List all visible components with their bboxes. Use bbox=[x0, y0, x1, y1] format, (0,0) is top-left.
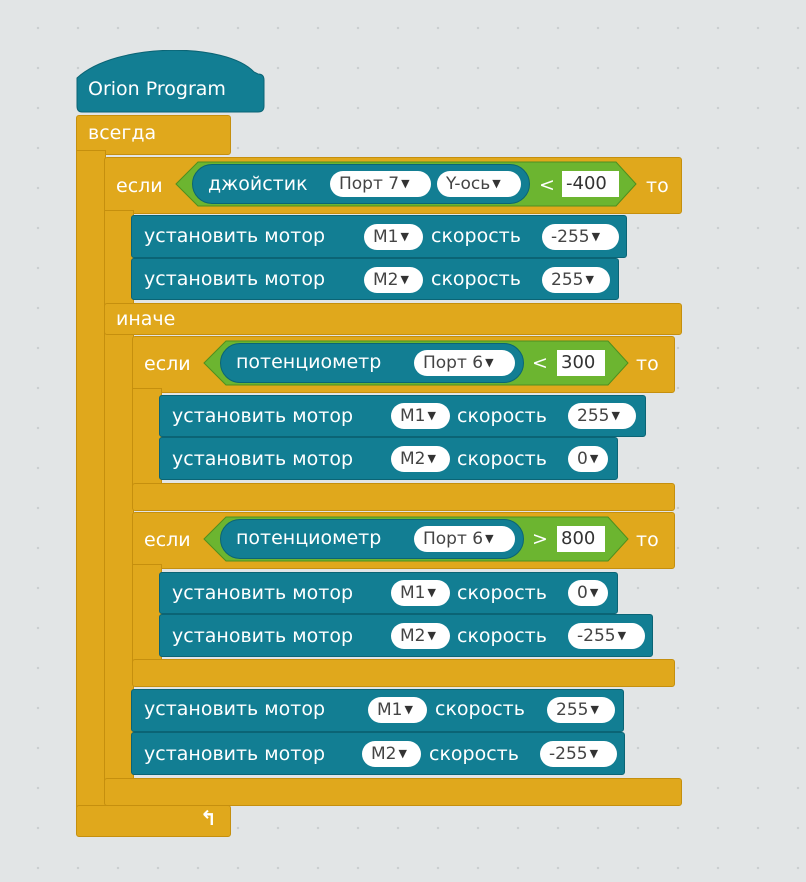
speed-dropdown[interactable]: 255▼ bbox=[568, 403, 636, 429]
speed-label: скорость bbox=[457, 405, 547, 427]
speed-label: скорость bbox=[457, 625, 547, 647]
if-block-1-arm bbox=[104, 210, 134, 800]
sensor-potentiometer-label: потенциометр bbox=[236, 351, 382, 373]
value-input-1[interactable]: -400 bbox=[562, 171, 619, 197]
repeat-arrow-icon: ↰ bbox=[200, 806, 217, 830]
dropdown-arrow-icon: ▼ bbox=[427, 586, 436, 599]
if-label-3: если bbox=[144, 529, 191, 551]
forever-arm bbox=[76, 150, 106, 810]
then-label-2: то bbox=[636, 353, 659, 375]
dropdown-arrow-icon: ▼ bbox=[427, 629, 436, 642]
set-motor-label: установить мотор bbox=[144, 225, 326, 247]
motor-dropdown[interactable]: M1▼ bbox=[391, 580, 450, 606]
if-label-1: если bbox=[116, 175, 163, 197]
if-block-1-bottom[interactable] bbox=[104, 778, 682, 806]
set-motor-label: установить мотор bbox=[172, 582, 354, 604]
set-motor-block[interactable] bbox=[159, 395, 646, 437]
sensor-potentiometer-label: потенциометр bbox=[236, 527, 382, 549]
if-label-2: если bbox=[144, 353, 191, 375]
port-dropdown-3[interactable]: Порт 6▼ bbox=[414, 526, 515, 552]
dropdown-arrow-icon: ▼ bbox=[589, 747, 599, 760]
dropdown-arrow-icon: ▼ bbox=[398, 747, 407, 760]
value-input-3[interactable]: 800 bbox=[557, 526, 605, 552]
speed-label: скорость bbox=[429, 743, 519, 765]
dropdown-arrow-icon: ▼ bbox=[611, 409, 620, 422]
motor-dropdown[interactable]: M1▼ bbox=[368, 697, 427, 723]
else-label-1: иначе bbox=[116, 308, 176, 330]
dropdown-arrow-icon: ▼ bbox=[400, 273, 409, 286]
dropdown-arrow-icon: ▼ bbox=[591, 230, 601, 243]
then-label-1: то bbox=[646, 175, 669, 197]
set-motor-block[interactable] bbox=[159, 572, 618, 614]
then-label-3: то bbox=[636, 529, 659, 551]
speed-label: скорость bbox=[457, 448, 547, 470]
motor-dropdown[interactable]: M2▼ bbox=[362, 741, 421, 767]
set-motor-label: установить мотор bbox=[144, 743, 326, 765]
speed-label: скорость bbox=[431, 225, 521, 247]
speed-label: скорость bbox=[435, 698, 525, 720]
hat-label: Orion Program bbox=[88, 78, 226, 100]
forever-label: всегда bbox=[88, 122, 157, 144]
operator-2: < bbox=[532, 352, 548, 374]
dropdown-arrow-icon: ▼ bbox=[589, 586, 599, 599]
set-motor-label: установить мотор bbox=[172, 448, 354, 470]
dropdown-arrow-icon: ▼ bbox=[492, 177, 501, 190]
set-motor-label: установить мотор bbox=[172, 625, 354, 647]
value-input-2[interactable]: 300 bbox=[557, 350, 605, 376]
dropdown-arrow-icon: ▼ bbox=[485, 532, 494, 545]
motor-dropdown[interactable]: M1▼ bbox=[364, 224, 423, 250]
motor-dropdown[interactable]: M2▼ bbox=[364, 267, 423, 293]
if-block-2-arm bbox=[132, 388, 162, 488]
dropdown-arrow-icon: ▼ bbox=[585, 273, 594, 286]
speed-dropdown[interactable]: 0▼ bbox=[568, 580, 608, 606]
speed-dropdown[interactable]: -255▼ bbox=[542, 224, 619, 250]
port-dropdown-1[interactable]: Порт 7▼ bbox=[330, 171, 431, 197]
operator-3: > bbox=[532, 528, 548, 550]
speed-dropdown[interactable]: 255▼ bbox=[547, 697, 615, 723]
if-block-2-bottom[interactable] bbox=[132, 483, 675, 511]
dropdown-arrow-icon: ▼ bbox=[427, 452, 436, 465]
speed-label: скорость bbox=[457, 582, 547, 604]
speed-dropdown[interactable]: -255▼ bbox=[540, 741, 617, 767]
motor-dropdown[interactable]: M2▼ bbox=[391, 446, 450, 472]
operator-1: < bbox=[539, 174, 555, 196]
speed-dropdown[interactable]: -255▼ bbox=[568, 623, 645, 649]
port-dropdown-2[interactable]: Порт 6▼ bbox=[414, 350, 515, 376]
if-block-3-bottom[interactable] bbox=[132, 659, 675, 687]
speed-label: скорость bbox=[431, 268, 521, 290]
speed-dropdown[interactable]: 255▼ bbox=[542, 267, 610, 293]
if-block-3-arm bbox=[132, 564, 162, 664]
dropdown-arrow-icon: ▼ bbox=[401, 177, 410, 190]
motor-dropdown[interactable]: M1▼ bbox=[391, 403, 450, 429]
dropdown-arrow-icon: ▼ bbox=[427, 409, 436, 422]
set-motor-label: установить мотор bbox=[144, 698, 326, 720]
set-motor-block[interactable] bbox=[159, 437, 618, 480]
set-motor-label: установить мотор bbox=[172, 405, 354, 427]
hat-block[interactable] bbox=[76, 50, 268, 116]
motor-dropdown[interactable]: M2▼ bbox=[391, 623, 450, 649]
axis-dropdown[interactable]: Y-ось▼ bbox=[437, 171, 521, 197]
dropdown-arrow-icon: ▼ bbox=[617, 629, 627, 642]
dropdown-arrow-icon: ▼ bbox=[589, 452, 599, 465]
else-block-1[interactable] bbox=[104, 303, 682, 335]
dropdown-arrow-icon: ▼ bbox=[485, 356, 494, 369]
dropdown-arrow-icon: ▼ bbox=[590, 703, 599, 716]
sensor-joystick-label: джойстик bbox=[208, 173, 308, 195]
dropdown-arrow-icon: ▼ bbox=[400, 230, 409, 243]
forever-block[interactable] bbox=[76, 115, 231, 155]
set-motor-label: установить мотор bbox=[144, 268, 326, 290]
dropdown-arrow-icon: ▼ bbox=[404, 703, 413, 716]
speed-dropdown[interactable]: 0▼ bbox=[568, 446, 608, 472]
